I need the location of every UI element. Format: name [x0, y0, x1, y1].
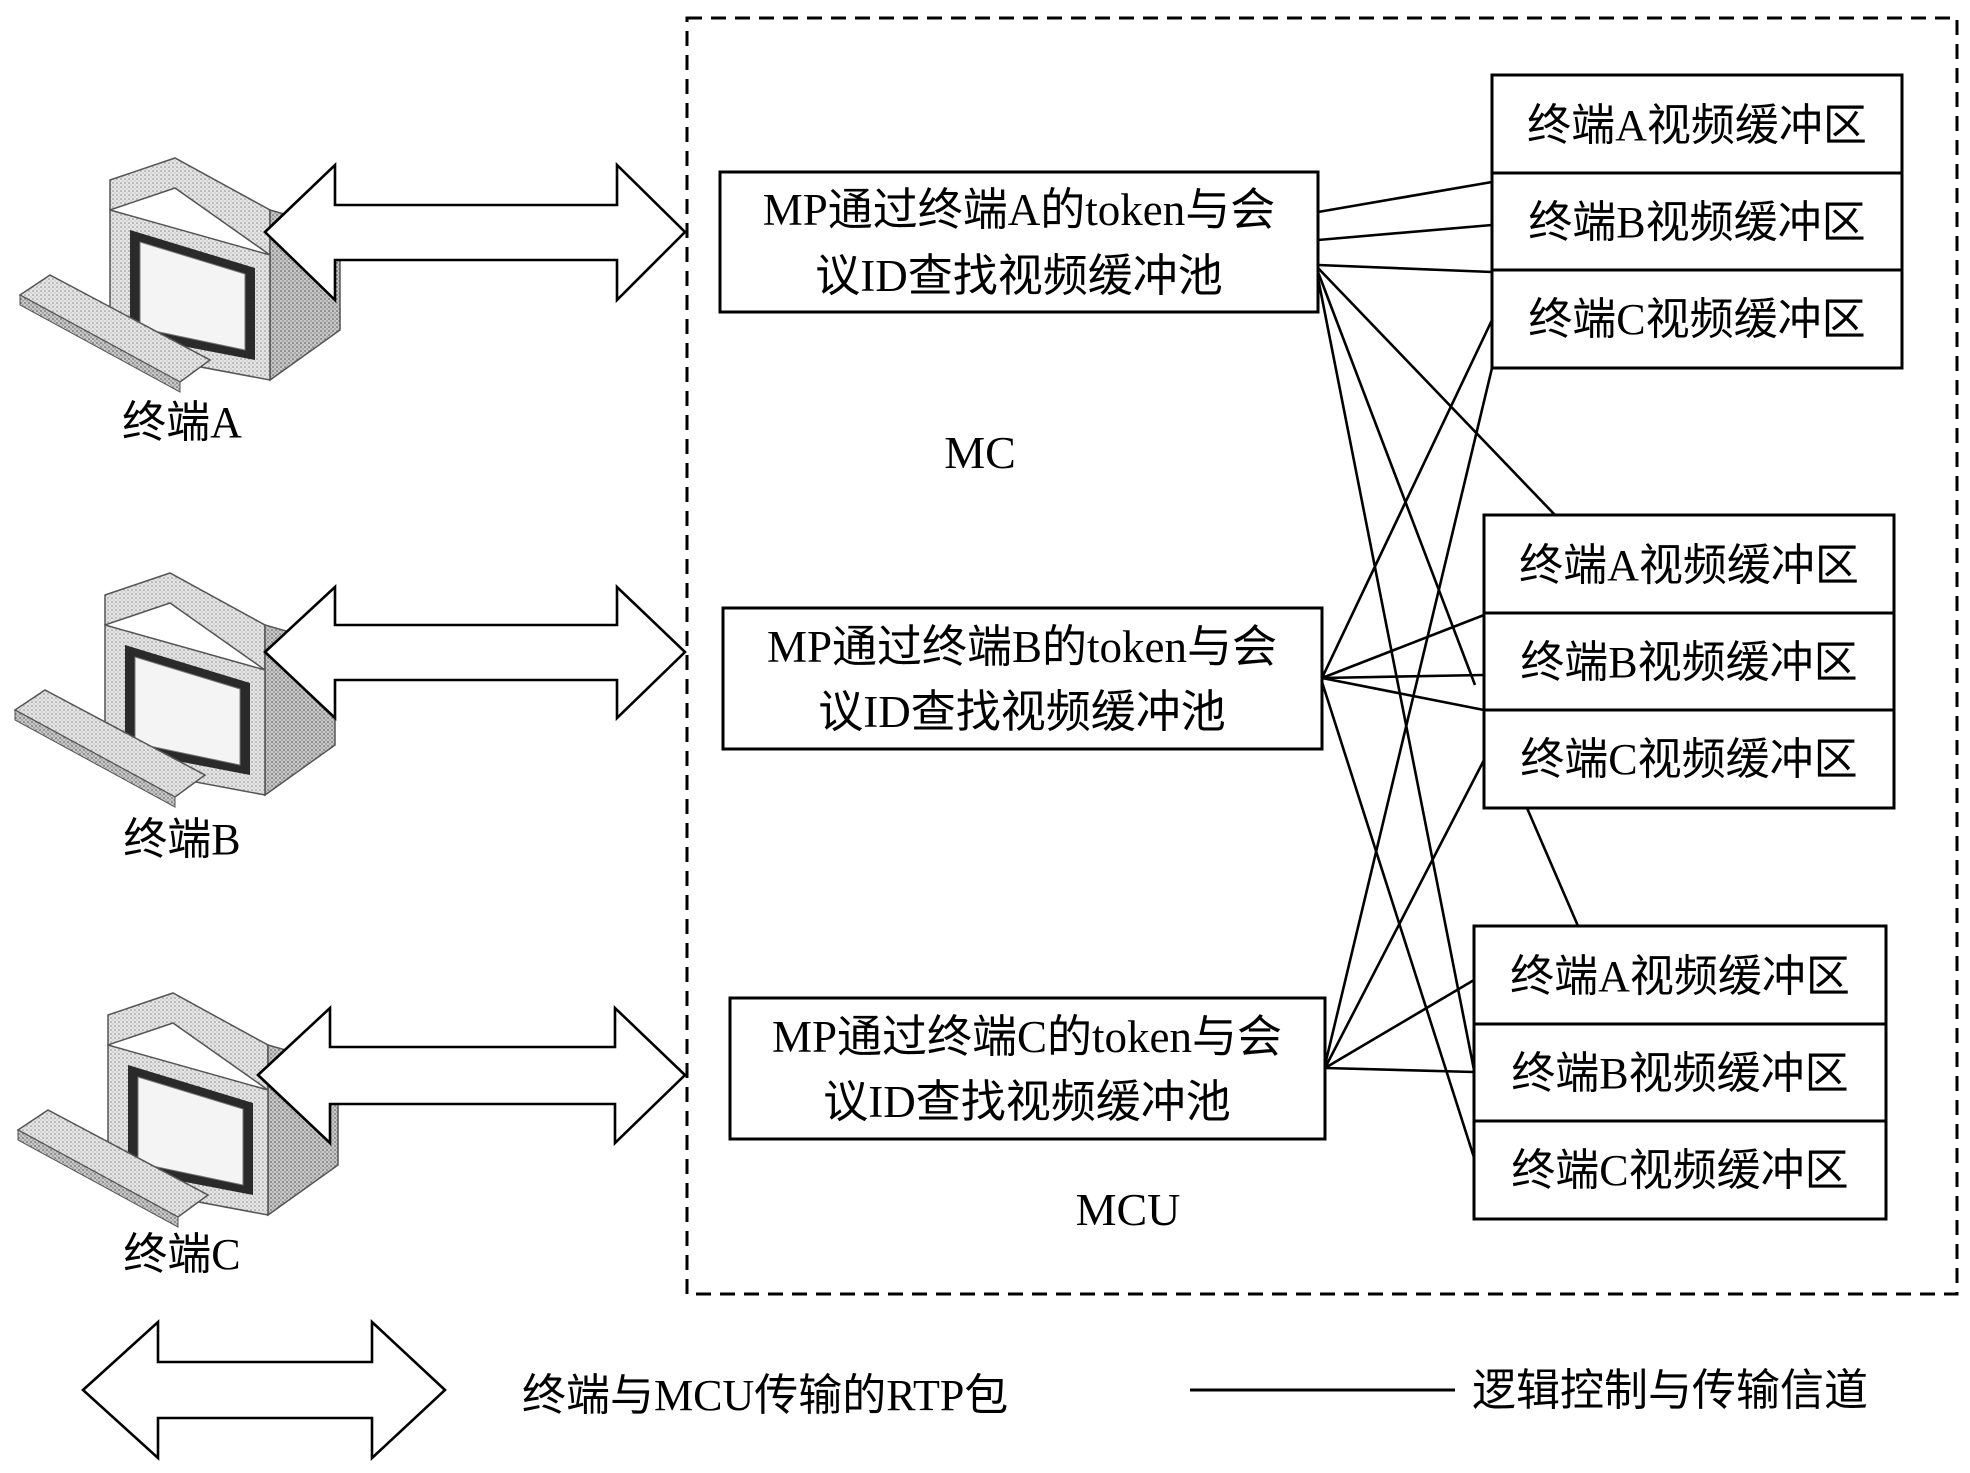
- terminal-b-label: 终端B: [123, 815, 240, 864]
- buffer-group-3-item-b: 终端B视频缓冲区: [1511, 1049, 1848, 1098]
- mp-box-a: MP通过终端A的token与会 议ID查找视频缓冲池: [718, 170, 1320, 314]
- mp-box-c: MP通过终端C的token与会 议ID查找视频缓冲池: [728, 996, 1327, 1141]
- buffer-group-1-item-a: 终端A视频缓冲区: [1527, 101, 1867, 150]
- rtp-arrow-a: [263, 161, 687, 304]
- mc-label: MC: [944, 427, 1016, 478]
- buffer-group-2-item-a: 终端A视频缓冲区: [1519, 541, 1859, 590]
- rtp-arrow-c: [256, 1004, 687, 1147]
- mp-box-b: MP通过终端B的token与会 议ID查找视频缓冲池: [721, 606, 1324, 751]
- buffer-group-1: 终端A视频缓冲区 终端B视频缓冲区 终端C视频缓冲区: [1490, 73, 1904, 370]
- channel-lines: [1316, 180, 1580, 1171]
- mp-box-c-line2: 议ID查找视频缓冲池: [823, 1077, 1230, 1127]
- computer-icon: [17, 992, 339, 1228]
- buffer-group-3-item-c: 终端C视频缓冲区: [1511, 1146, 1848, 1195]
- buffer-group-2-item-c: 终端C视频缓冲区: [1520, 735, 1857, 784]
- mp-box-a-line1: MP通过终端A的token与会: [763, 185, 1276, 235]
- terminal-a-label: 终端A: [122, 398, 242, 447]
- mcu-label: MCU: [1076, 1184, 1181, 1235]
- terminal-c-label: 终端C: [123, 1230, 240, 1279]
- mp-box-c-line1: MP通过终端C的token与会: [772, 1012, 1282, 1062]
- computer-icon: [14, 572, 336, 808]
- terminal-b: 终端B: [14, 572, 336, 864]
- computer-icon: [19, 157, 341, 393]
- legend-rtp-label: 终端与MCU传输的RTP包: [522, 1371, 1008, 1420]
- buffer-group-1-item-c: 终端C视频缓冲区: [1528, 295, 1865, 344]
- legend-arrow-icon: [81, 1319, 447, 1461]
- mp-box-b-line2: 议ID查找视频缓冲池: [818, 687, 1225, 737]
- legend: 终端与MCU传输的RTP包 逻辑控制与传输信道: [81, 1319, 1868, 1461]
- buffer-group-1-item-b: 终端B视频缓冲区: [1528, 198, 1865, 247]
- mcu-boundary: [685, 16, 1959, 1296]
- buffer-group-2: 终端A视频缓冲区 终端B视频缓冲区 终端C视频缓冲区: [1482, 513, 1896, 810]
- terminal-a: 终端A: [19, 157, 341, 447]
- mp-box-b-line1: MP通过终端B的token与会: [767, 622, 1277, 672]
- rtp-arrow-b: [263, 583, 687, 722]
- buffer-group-3: 终端A视频缓冲区 终端B视频缓冲区 终端C视频缓冲区: [1472, 924, 1888, 1221]
- terminal-c: 终端C: [17, 992, 339, 1279]
- mp-box-a-line2: 议ID查找视频缓冲池: [815, 251, 1222, 301]
- legend-line-label: 逻辑控制与传输信道: [1472, 1366, 1868, 1415]
- buffer-group-2-item-b: 终端B视频缓冲区: [1520, 638, 1857, 687]
- buffer-group-3-item-a: 终端A视频缓冲区: [1510, 952, 1850, 1001]
